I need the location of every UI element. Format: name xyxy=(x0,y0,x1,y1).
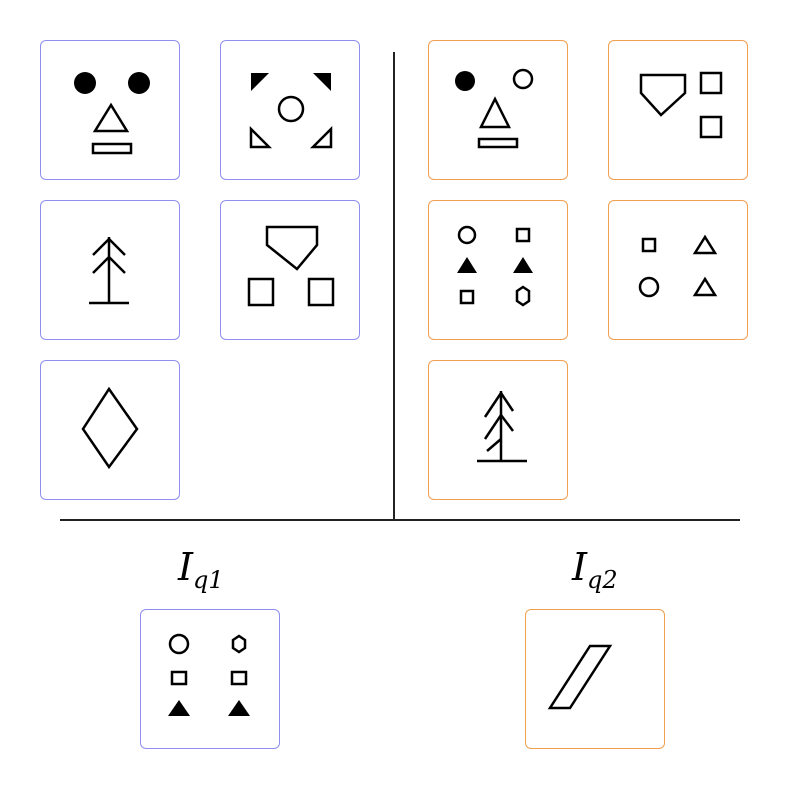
pentagon-icon xyxy=(639,73,687,117)
corners-circle-figure xyxy=(249,73,333,149)
square-icon xyxy=(459,289,475,305)
query-panel-q1 xyxy=(140,609,280,749)
triangle-icon xyxy=(478,96,512,129)
query-label-q1: Iq1 xyxy=(178,548,224,592)
query-panel-q2 xyxy=(525,609,665,749)
filled-triangle-icon xyxy=(168,700,190,716)
tree-icon xyxy=(89,237,129,305)
diamond-icon xyxy=(81,386,139,470)
square-icon xyxy=(307,277,335,307)
square-icon xyxy=(699,71,723,95)
square-icon xyxy=(230,670,248,686)
query-label-main: I xyxy=(572,545,588,589)
tree-icon xyxy=(477,390,527,463)
tree-left-branches-figure xyxy=(477,390,527,463)
filled-dot-icon xyxy=(128,72,150,94)
set2-panel-1 xyxy=(428,40,568,180)
pentagon-icon xyxy=(265,225,319,271)
query-label-subscript: q2 xyxy=(587,566,618,594)
hexagon-icon xyxy=(231,634,247,654)
set2-panel-2 xyxy=(608,40,748,180)
hexagon-icon xyxy=(515,285,531,307)
set2-panel-3 xyxy=(428,200,568,340)
set2-panel-4 xyxy=(608,200,748,340)
parallelogram-figure xyxy=(547,644,613,710)
corner-triangle-icon xyxy=(313,73,331,91)
triangle-icon xyxy=(692,234,718,255)
corner-triangle-outline-icon xyxy=(309,125,333,149)
filled-dot-icon xyxy=(455,71,475,91)
set1-panel-4 xyxy=(220,200,360,340)
filled-triangle-icon xyxy=(457,257,477,273)
circle-icon xyxy=(457,225,477,245)
set1-panel-5 xyxy=(40,360,180,500)
pentagon-squares-right-figure xyxy=(639,71,723,139)
triangle-icon xyxy=(92,102,130,133)
set1-panel-1 xyxy=(40,40,180,180)
circle-icon xyxy=(512,68,534,90)
bar-icon xyxy=(477,137,519,149)
circle-icon xyxy=(638,276,660,298)
circle-icon xyxy=(277,95,305,123)
filled-triangle-icon xyxy=(228,700,250,716)
set2-panel-5 xyxy=(428,360,568,500)
query-label-subscript: q1 xyxy=(193,566,224,594)
squares-triangles-circle-figure xyxy=(638,234,718,298)
square-icon xyxy=(170,670,188,686)
columns-circle-square-triangle-figure xyxy=(168,633,250,716)
set1-panel-2 xyxy=(220,40,360,180)
parallelogram-icon xyxy=(547,644,613,710)
square-icon xyxy=(515,227,531,243)
dot-circle-triangle-bar-figure xyxy=(455,68,534,149)
bar-icon xyxy=(91,142,133,155)
diamond-figure xyxy=(81,386,139,470)
pentagon-two-squares-figure xyxy=(247,225,335,307)
vertical-divider xyxy=(393,52,395,520)
query-label-main: I xyxy=(178,545,194,589)
triangle-icon xyxy=(692,276,718,297)
two-dots-triangle-bar-figure xyxy=(74,72,150,155)
square-icon xyxy=(699,115,723,139)
square-icon xyxy=(247,277,275,307)
filled-triangle-icon xyxy=(513,257,533,273)
filled-dot-icon xyxy=(74,72,96,94)
corner-triangle-icon xyxy=(251,73,269,91)
circle-icon xyxy=(168,633,190,655)
set1-panel-3 xyxy=(40,200,180,340)
tree-arrows-figure xyxy=(89,237,129,305)
grid-circles-squares-triangles-figure xyxy=(457,225,533,307)
corner-triangle-outline-icon xyxy=(249,125,273,149)
horizontal-divider xyxy=(60,519,740,521)
query-label-q2: Iq2 xyxy=(572,548,618,592)
square-icon xyxy=(641,237,657,253)
